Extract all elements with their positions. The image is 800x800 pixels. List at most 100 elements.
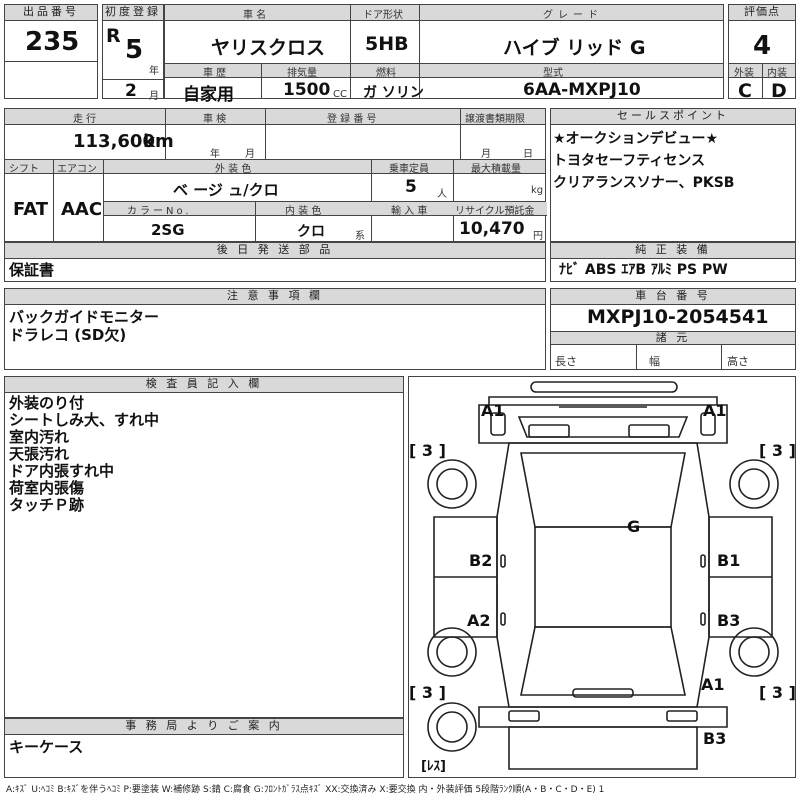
insp-month-unit: 月: [245, 149, 255, 160]
score: 4: [753, 31, 772, 61]
inspector-line: タッチＰ跡: [9, 496, 85, 514]
chassis-number: MXPJ10-2054541: [587, 306, 769, 328]
recycle-fee: 10,470: [459, 219, 525, 239]
score-label: 評価点: [729, 5, 795, 21]
score-box: 評価点 4 外装 内装 C D: [728, 4, 796, 102]
car-outline: [427, 381, 779, 770]
recycle-label: リサイクル預託金: [455, 206, 535, 217]
tire-depth-fr: [ 3 ]: [759, 441, 796, 460]
spec-length: 長さ: [555, 355, 577, 368]
inspector-line: シートしみ大、すれ中: [9, 411, 160, 429]
grade: ハイブ リッド G: [503, 37, 646, 59]
import-label: 輸 入 車: [391, 206, 428, 217]
reg-box: 初度登録 R 5 年 2 月: [102, 4, 164, 102]
mileage-label: 走 行: [73, 114, 97, 125]
reg-month: 2: [125, 81, 137, 101]
ac: AAC: [61, 199, 103, 220]
specs-label: 諸 元: [551, 331, 795, 345]
capacity: 5: [405, 177, 417, 197]
mark-a1-front-left: A1: [481, 401, 505, 420]
caution-line: ドラレコ (SD欠): [9, 326, 127, 344]
tire-depth-rr: [ 3 ]: [759, 683, 796, 702]
mark-b1: B1: [717, 551, 741, 570]
plate-label: 登 録 番 号: [327, 114, 377, 125]
mark-a2: A2: [467, 611, 491, 630]
inspector-line: 荷室内張傷: [9, 479, 85, 497]
recycle-unit: 円: [533, 231, 543, 242]
transfer-month-unit: 月: [481, 149, 491, 160]
vehicle-box: 車 名 ドア形状 グレード ヤリスクロス 5HB ハイブ リッド G 車 歴 排…: [164, 4, 724, 105]
model: 6AA-MXPJ10: [523, 80, 641, 100]
load-unit: kg: [531, 185, 544, 196]
inspector-line: ドア内張すれ中: [9, 462, 115, 480]
chassis-label: 車 台 番 号: [551, 289, 795, 305]
inspector-label: 検 査 員 記 入 欄: [5, 377, 403, 393]
spare-tire-note: [ﾚｽ]: [421, 759, 446, 774]
shift-label: シフト: [9, 164, 39, 175]
history-label: 車 歴: [203, 68, 227, 79]
transfer-label: 譲渡書類期限: [465, 114, 525, 125]
caution-box: 注 意 事 項 欄 バックガイドモニター ドラレコ (SD欠): [4, 288, 546, 370]
door-label: ドア形状: [363, 10, 403, 21]
lot-label: 出品番号: [5, 5, 97, 21]
int-color-label: 内 装 色: [285, 206, 322, 217]
damage-diagram: A1 A1 G B2 B1 A2 B3 A1 B3 [ 3 ] [ 3 ] [ …: [408, 376, 796, 778]
equipment-label: 純 正 装 備: [551, 243, 795, 259]
int-color: クロ: [297, 224, 325, 240]
color-no: 2SG: [151, 221, 185, 239]
ext-label: 外装: [734, 68, 754, 79]
body-color: ベ ージ ュ/クロ: [173, 181, 279, 199]
equipment: ﾅﾋﾞ ABS ｴｱB ｱﾙﾐ PS PW: [559, 262, 728, 278]
office-label: 事 務 局 よ り ご 案 内: [5, 719, 403, 735]
chassis-box: 車 台 番 号 MXPJ10-2054541 諸 元 長さ 幅 高さ: [550, 288, 796, 370]
history: 自家用: [183, 85, 234, 105]
capacity-unit: 人: [437, 189, 447, 200]
later-parts-box: 後 日 発 送 部 品 保証書: [4, 242, 546, 282]
vehicle-name: ヤリスクロス: [211, 37, 326, 59]
reg-month-unit: 月: [149, 91, 159, 102]
load-label: 最大積載量: [471, 164, 521, 175]
sales-line: トヨタセーフティセンス: [553, 153, 706, 169]
tire-depth-rl: [ 3 ]: [409, 683, 446, 702]
caution-line: バックガイドモニター: [9, 308, 160, 326]
fuel: ガ ソリン: [363, 85, 424, 101]
fuel-label: 燃料: [376, 68, 396, 79]
later-parts-label: 後 日 発 送 部 品: [5, 243, 545, 259]
lot-number: 235: [25, 27, 80, 57]
mileage-unit: km: [143, 131, 174, 152]
mileage: 113,600: [73, 131, 155, 152]
sales-line: クリアランスソナー、PKSB: [553, 175, 735, 191]
inspector-line: 天張汚れ: [9, 445, 70, 463]
mark-b3-right: B3: [717, 611, 741, 630]
color-no-label: カラーNo.: [127, 206, 192, 217]
sales-points-box: セールスポイント ★オークションデビュー★ トヨタセーフティセンス クリアランス…: [550, 108, 796, 242]
mark-b3-rear: B3: [703, 729, 727, 748]
mark-b2: B2: [469, 551, 493, 570]
shift: FAT: [13, 199, 49, 220]
office-box: 事 務 局 よ り ご 案 内 キーケース: [4, 718, 404, 778]
ext-grade: C: [738, 80, 752, 102]
spec-width: 幅: [649, 355, 660, 368]
spec-height: 高さ: [727, 355, 749, 368]
office-note: キーケース: [9, 738, 84, 756]
ac-label: エアコン: [57, 164, 97, 175]
cc-unit: CC: [333, 89, 347, 100]
lot-box: 出品番号 235: [4, 4, 98, 99]
sales-line: ★オークションデビュー★: [553, 131, 719, 147]
caution-label: 注 意 事 項 欄: [5, 289, 545, 305]
door-type: 5HB: [365, 33, 409, 55]
cc-label: 排気量: [287, 68, 317, 79]
mark-a1-rear-right: A1: [701, 675, 725, 694]
inspector-line: 外装のり付: [9, 394, 85, 412]
later-parts: 保証書: [9, 261, 55, 279]
int-label: 内装: [767, 68, 787, 79]
cc: 1500: [283, 80, 331, 100]
reg-label: 初度登録: [103, 5, 163, 21]
legend: A:ｷｽﾞ U:ﾍｺﾐ B:ｷｽﾞを伴うﾍｺﾐ P:要塗装 W:補修跡 S:錆 …: [6, 785, 605, 795]
reg-year: 5: [125, 35, 144, 65]
inspector-box: 検 査 員 記 入 欄 外装のり付 シートしみ大、すれ中 室内汚れ 天張汚れ ド…: [4, 376, 404, 718]
reg-era: R: [106, 25, 121, 47]
transfer-day-unit: 日: [523, 149, 533, 160]
details-box: 走 行 車 検 登 録 番 号 譲渡書類期限 113,600 km 年 月 月 …: [4, 108, 547, 242]
int-color-unit: 系: [355, 231, 365, 242]
